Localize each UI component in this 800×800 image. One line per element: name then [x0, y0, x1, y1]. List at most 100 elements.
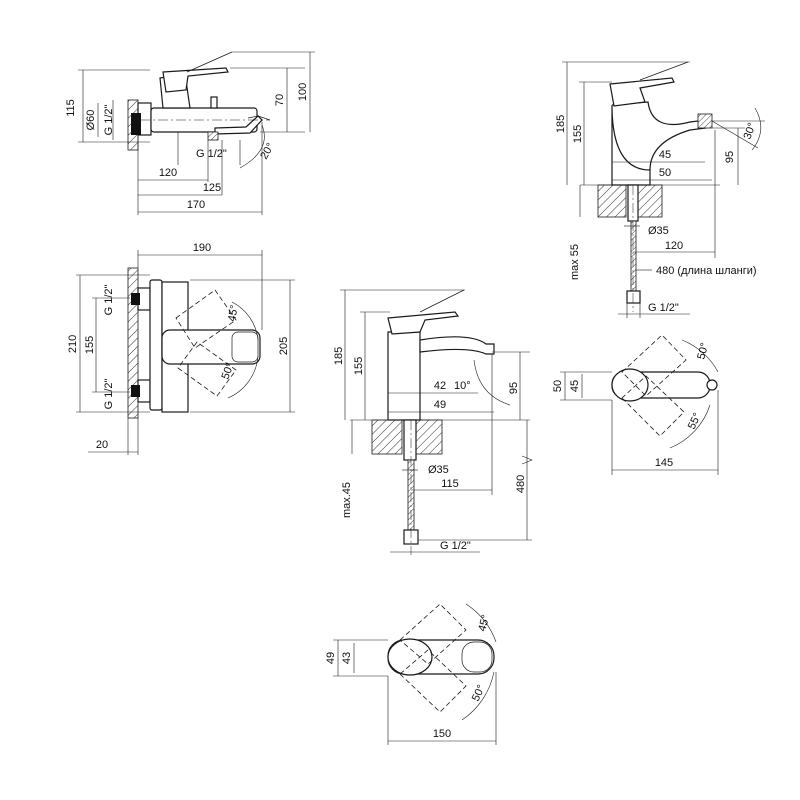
dim-115-basin: 115 [441, 478, 459, 490]
basin-body [387, 331, 421, 421]
dim-115: 115 [65, 99, 77, 117]
bidet-top-cartridge [611, 368, 649, 402]
dim-45-top: 45 [569, 380, 581, 392]
basin-mixer-top-view: 45° 50° 49 43 150 [325, 603, 497, 745]
dim-50-bidet: 50 [659, 167, 671, 179]
arc-45 [231, 301, 259, 341]
angle-50-bidet: 50° [695, 342, 711, 361]
lever-rotated-upper [175, 289, 237, 349]
dim-thread-bidet: G 1/2" [648, 302, 679, 314]
dim-diameter-35-basin: Ø35 [428, 464, 449, 476]
bidet-lever [609, 77, 675, 107]
bidet-hose-nut [626, 290, 641, 304]
bidet-aerator [697, 113, 713, 129]
dim-145: 145 [655, 457, 673, 469]
flow-arc [473, 359, 511, 406]
bidet-hose [630, 220, 637, 292]
wall-section-top [127, 267, 139, 419]
dim-210: 210 [67, 335, 79, 353]
jet-angle-line [711, 120, 759, 149]
diverter-knob [210, 96, 218, 109]
bath-mixer-top-view: 45° 50° 190 210 155 G 1/2" G 1/2" 205 20 [67, 242, 295, 455]
mixer-body-top [149, 279, 163, 411]
dim-480-basin: 480 [515, 475, 527, 493]
hose-length-label: 480 (длина шланги) [656, 265, 757, 277]
dim-95-bidet: 95 [724, 151, 736, 163]
dim-150: 150 [433, 728, 451, 740]
dim-thread-upper: G 1/2" [103, 285, 115, 316]
basin-lever-rot-down [399, 649, 467, 713]
angle-45-top: 45° [226, 304, 241, 322]
mounting-stud [403, 419, 417, 461]
lever-top [161, 329, 261, 365]
dim-42: 42 [434, 380, 446, 392]
dim-max-55: max 55 [569, 244, 581, 280]
shower-outlet [207, 131, 219, 141]
bidet-top-aerator [706, 379, 718, 391]
dim-205: 205 [278, 337, 290, 355]
lever-tip [231, 331, 259, 363]
dim-diameter-60: Ø60 [85, 110, 97, 131]
angle-55-bidet: 55° [686, 411, 704, 431]
basin-lever [387, 311, 460, 335]
dim-120: 120 [159, 167, 177, 179]
angle-50-basin: 50° [470, 683, 488, 703]
dim-100: 100 [297, 83, 309, 101]
spout-angle-line [247, 115, 271, 121]
arc-50-basin [461, 671, 495, 721]
basin-spout [419, 336, 495, 355]
basin-top-spout-tip [461, 641, 493, 673]
bidet-lever-raised [639, 61, 689, 81]
dim-155-basin: 155 [353, 357, 365, 375]
angle-45-basin: 45° [476, 614, 492, 633]
bidet-lever-rot-up [621, 334, 687, 397]
dim-185-bidet: 185 [555, 115, 567, 133]
dim-thread-basin: G 1/2" [440, 540, 471, 552]
dim-50-top: 50 [552, 380, 564, 392]
lever-rotated-lower [177, 341, 237, 397]
bidet-lever-rot-down [621, 375, 685, 437]
basin-top-cartridge [387, 638, 433, 676]
angle-30: 30° [742, 121, 759, 141]
dim-max-45: max.45 [341, 482, 353, 518]
arc-55-bidet [669, 404, 711, 449]
dim-49: 49 [434, 399, 446, 411]
bidet-mixer-side-view: 185 155 45 50 95 30° Ø35 120 max 55 480 … [555, 61, 765, 318]
dim-thread-lower: G 1/2" [103, 379, 115, 410]
bidet-mixer-top-view: 50° 55° 50 45 145 [552, 334, 719, 475]
arc-50 [227, 355, 259, 399]
angle-10: 10° [454, 380, 471, 392]
countertop-left [371, 419, 403, 455]
basin-lever-rot-up [399, 603, 467, 665]
dim-170: 170 [187, 199, 205, 211]
arc-50-bidet [681, 339, 719, 373]
arc-45-basin [465, 603, 497, 643]
dim-thread-bottom: G 1/2" [196, 148, 227, 160]
dim-155: 155 [84, 336, 96, 354]
bath-mixer-side-view: 115 Ø60 G 1/2" 70 100 G 1/2" 20° 120 125… [65, 51, 315, 215]
angle-arc-20 [239, 124, 265, 169]
basin-lever-raised [419, 289, 465, 313]
dim-120-bidet: 120 [665, 240, 683, 252]
countertop-right [415, 419, 443, 455]
dim-190: 190 [193, 242, 211, 254]
dim-155-bidet: 155 [572, 125, 584, 143]
lower-thread [131, 385, 140, 397]
dim-70: 70 [274, 94, 286, 106]
dim-43-top: 43 [341, 652, 353, 664]
dim-125: 125 [203, 182, 221, 194]
dim-49-top: 49 [325, 652, 337, 664]
arc-30 [751, 107, 762, 151]
lever-raised-outline [186, 51, 233, 73]
bidet-counter-left [597, 184, 627, 218]
basin-mixer-side-view: 185 155 42 10° 49 95 Ø35 115 max.45 480 … [333, 289, 533, 555]
dim-45-bidet: 45 [659, 149, 671, 161]
dim-diameter-35-bidet: Ø35 [648, 225, 669, 237]
dim-20: 20 [96, 439, 108, 451]
angle-50-top: 50° [220, 361, 237, 381]
dim-185-basin: 185 [333, 347, 345, 365]
angle-20: 20° [258, 141, 277, 161]
dim-thread-left: G 1/2" [103, 105, 115, 136]
bidet-counter-right [635, 184, 663, 218]
